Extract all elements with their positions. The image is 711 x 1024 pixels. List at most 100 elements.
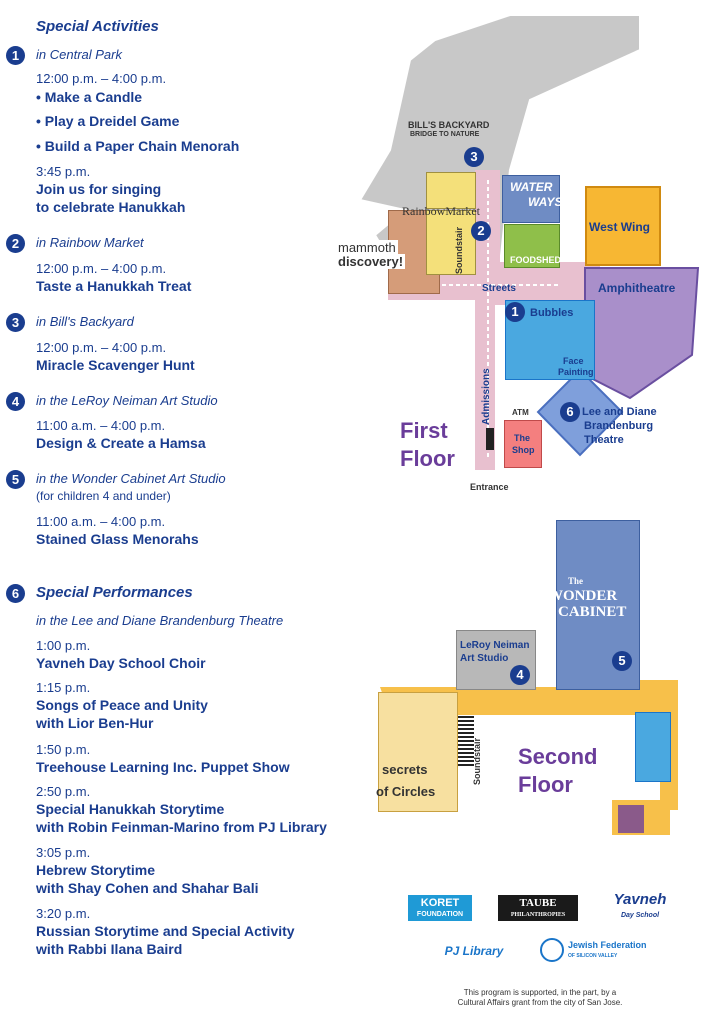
yavneh-logo: Yavneh Day School — [600, 892, 680, 922]
secrets-label-2: of Circles — [376, 784, 436, 799]
koret-sub: FOUNDATION — [416, 911, 464, 918]
activity-hamsa: Design & Create a Hamsa — [36, 435, 206, 451]
location-theatre: in the Lee and Diane Brandenburg Theatre — [36, 613, 284, 628]
funding-note-line-1: This program is supported, in the part, … — [463, 988, 617, 997]
taube-sub: PHILANTHROPIES — [510, 912, 566, 918]
second-floor-label-2: Floor — [518, 772, 573, 797]
perf-title-2: Songs of Peace and Unity — [36, 697, 208, 713]
time-singing: 3:45 p.m. — [36, 164, 91, 179]
perf-time-3: 1:50 p.m. — [36, 742, 91, 757]
wonder-cabinet-room — [556, 520, 640, 690]
menorah-circle-icon — [540, 938, 564, 962]
jewish-federation-logo: Jewish Federation OF SILICON VALLEY — [540, 936, 650, 964]
location-central-park: in Central Park — [36, 47, 122, 62]
location-leroy-studio: in the LeRoy Neiman Art Studio — [36, 393, 218, 408]
foodshed-room — [504, 224, 560, 268]
map-badge-1: 1 — [505, 302, 525, 322]
section-badge-6: 6 — [6, 584, 25, 603]
entrance-label: Entrance — [470, 482, 509, 492]
yavneh-name: Yavneh — [613, 891, 667, 908]
wonder-label-1: The — [568, 576, 584, 586]
time-wonder-cabinet: 11:00 a.m. – 4:00 p.m. — [36, 514, 166, 529]
activity-make-candle: • Make a Candle — [36, 89, 143, 105]
perf-sub-4: with Robin Feinman-Marino from PJ Librar… — [36, 819, 327, 835]
perf-time-1: 1:00 p.m. — [36, 638, 91, 653]
leroy-label-1: LeRoy Neiman — [460, 640, 530, 651]
jf-name: Jewish Federation — [568, 940, 647, 950]
perf-sub-5: with Shay Cohen and Shahar Bali — [36, 880, 259, 896]
bubbles-label: Bubbles — [530, 307, 574, 319]
shop-label-2: Shop — [512, 445, 535, 455]
shop-label-1: The — [514, 433, 531, 443]
map-badge-4: 4 — [510, 665, 530, 685]
wonder-label-3: CABINET — [558, 604, 627, 620]
perf-title-5: Hebrew Storytime — [36, 862, 156, 878]
secrets-label-1: secrets — [382, 762, 428, 777]
rainbow-market-label: RainbowMarket — [402, 204, 480, 218]
activity-singing-2: to celebrate Hanukkah — [36, 199, 186, 215]
perf-sub-2: with Lior Ben-Hur — [36, 715, 154, 731]
theatre-label-3: Theatre — [584, 434, 624, 446]
time-central-park: 12:00 p.m. – 4:00 p.m. — [36, 71, 167, 86]
perf-title-6: Russian Storytime and Special Activity — [36, 923, 295, 939]
taube-name: TAUBE — [519, 897, 557, 909]
section-badge-2: 2 — [6, 234, 25, 253]
west-wing-room — [585, 186, 661, 266]
map-badge-2: 2 — [471, 221, 491, 241]
rainbow-market-room — [426, 172, 476, 209]
foodshed-label: FOODSHED — [510, 255, 562, 265]
theatre-label-1: Lee and Diane — [582, 406, 657, 418]
activity-hanukkah-treat: Taste a Hanukkah Treat — [36, 278, 192, 294]
wonder-label-2: WONDER — [548, 588, 618, 604]
leroy-label-2: Art Studio — [460, 653, 509, 664]
perf-time-4: 2:50 p.m. — [36, 784, 91, 799]
mammoth-label: mammoth — [336, 240, 398, 255]
bills-backyard-sub: BRIDGE TO NATURE — [410, 131, 480, 138]
activity-dreidel: • Play a Dreidel Game — [36, 113, 180, 129]
funding-note: This program is supported, in the part, … — [420, 988, 660, 1008]
section-badge-5: 5 — [6, 470, 25, 489]
map-badge-6: 6 — [560, 402, 580, 422]
section-badge-1: 1 — [6, 46, 25, 65]
face-painting-label-1: Face — [563, 356, 584, 366]
special-activities-title: Special Activities — [36, 18, 159, 35]
admissions-desk — [486, 428, 494, 450]
funding-note-line-2: Cultural Affairs grant from the city of … — [457, 998, 623, 1007]
theatre-label-2: Brandenburg — [584, 420, 654, 432]
perf-time-5: 3:05 p.m. — [36, 845, 91, 860]
yavneh-sub: Day School — [620, 912, 660, 919]
first-floor-label-2: Floor — [400, 446, 455, 471]
map-badge-3: 3 — [464, 147, 484, 167]
atm-label: ATM — [512, 408, 529, 417]
first-floor-label-1: First — [400, 418, 448, 443]
koret-logo: KORET FOUNDATION — [408, 895, 472, 921]
perf-title-3: Treehouse Learning Inc. Puppet Show — [36, 759, 290, 775]
museum-map: BILL'S BACKYARD BRIDGE TO NATURE 3 Rainb… — [330, 0, 711, 1024]
bills-backyard-label: BILL'S BACKYARD — [408, 120, 490, 130]
elevator — [618, 805, 644, 833]
time-rainbow-market: 12:00 p.m. – 4:00 p.m. — [36, 261, 167, 276]
location-rainbow-market: in Rainbow Market — [36, 235, 144, 250]
perf-time-2: 1:15 p.m. — [36, 680, 91, 695]
the-shop-room — [504, 420, 542, 468]
west-wing-label: West Wing — [589, 220, 651, 234]
perf-time-6: 3:20 p.m. — [36, 906, 91, 921]
admissions-label: Admissions — [481, 368, 492, 425]
waterways-label-1: WATER — [510, 180, 553, 194]
koret-name: KORET — [420, 897, 460, 909]
activity-singing-1: Join us for singing — [36, 181, 162, 197]
pj-library-logo: PJ Library — [444, 944, 504, 958]
face-painting-label-2: Painting — [558, 367, 594, 377]
perf-title-4: Special Hanukkah Storytime — [36, 801, 225, 817]
amphitheatre-label: Amphitheatre — [598, 281, 676, 295]
time-bills-backyard: 12:00 p.m. – 4:00 p.m. — [36, 340, 167, 355]
second-floor-restrooms — [635, 712, 671, 782]
section-badge-4: 4 — [6, 392, 25, 411]
time-leroy-studio: 11:00 a.m. – 4:00 p.m. — [36, 418, 166, 433]
section-badge-3: 3 — [6, 313, 25, 332]
perf-title-1: Yavneh Day School Choir — [36, 655, 206, 671]
special-performances-title: Special Performances — [36, 584, 193, 601]
secrets-room — [378, 692, 458, 812]
second-floor-label-1: Second — [518, 744, 598, 769]
age-note: (for children 4 and under) — [36, 489, 171, 503]
